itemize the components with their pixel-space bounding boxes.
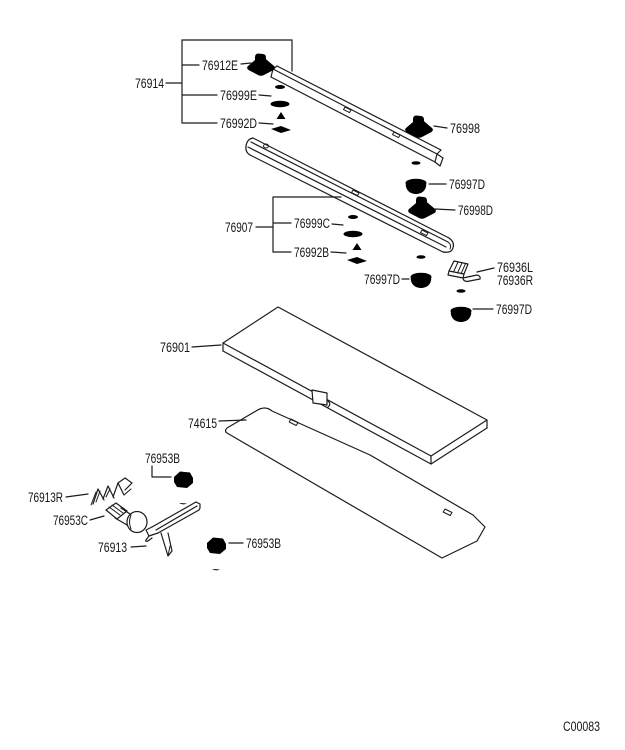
leader-76913 (130, 545, 147, 548)
molding-strip-76907-drawing (245, 137, 455, 253)
leader-76907 (255, 196, 347, 254)
stud-bolt-icon-76997d-1 (405, 161, 427, 194)
part-label-76907: 76907 (225, 220, 253, 235)
leader-76913r (65, 493, 89, 498)
stud-bolt-icon-76997d-3 (450, 289, 472, 322)
callout-76997d-b (401, 255, 432, 288)
callout-76998d (408, 196, 456, 219)
part-label-76992b: 76992B (294, 245, 329, 260)
part-label-76999e: 76999E (220, 88, 257, 103)
callout-76907 (255, 196, 367, 266)
part-label-76953b-2: 76953B (246, 536, 281, 551)
grommet-clip-icon-76998d (408, 196, 436, 219)
part-label-76913: 76913 (98, 540, 127, 555)
callout-76953b-b (207, 537, 244, 571)
leader-76953c (89, 515, 105, 521)
part-label-76992d: 76992D (220, 116, 257, 131)
stud-bolt-icon-76997d-2 (410, 255, 432, 288)
part-label-76997d-3: 76997D (496, 302, 532, 317)
drawing-code: C00083 (563, 719, 600, 734)
part-label-76914: 76914 (135, 76, 164, 91)
part-label-76998d: 76998D (458, 203, 493, 218)
part-label-76997d-1: 76997D (449, 177, 485, 192)
leader-76901 (191, 344, 222, 348)
leader-76953b-a (151, 465, 172, 478)
push-screw-icon-76999e (270, 85, 290, 108)
part-label-76936r: 76936R (497, 273, 533, 288)
callout-76997d-c (450, 289, 494, 322)
retainer-strip-76914-drawing (270, 65, 444, 167)
leader-74615 (218, 419, 247, 422)
callout-76953c (89, 502, 148, 534)
leader-76998 (433, 125, 448, 129)
spring-clip-icon-76913r (90, 477, 133, 506)
part-label-76901: 76901 (160, 340, 190, 355)
callout-76953b-a (151, 465, 193, 505)
hex-bolt-icon-76953c (105, 502, 148, 534)
callout-76913 (130, 501, 201, 557)
part-label-76999c: 76999C (294, 216, 330, 231)
callout-76998 (405, 115, 448, 138)
push-screw-icon-76999c (343, 215, 363, 238)
part-label-76953c: 76953C (53, 513, 88, 528)
leader-76936 (476, 267, 495, 273)
cover-sheet-74615-drawing (224, 407, 486, 559)
part-labels: 76914 76912E 76999E 76992D 76998 76997D … (28, 58, 600, 734)
grommet-clip-icon-76912e (247, 53, 275, 76)
hex-bolt-icon-76953b-1 (174, 471, 193, 505)
part-label-76913r: 76913R (28, 490, 63, 505)
part-label-76997d-2: 76997D (364, 272, 400, 287)
board-panel-76901-drawing (222, 306, 488, 465)
callout-76914 (165, 39, 293, 135)
anchor-clip-icon-76992d (271, 112, 291, 135)
part-label-76936l: 76936L (497, 260, 533, 275)
callout-76913r (65, 477, 133, 506)
hex-bolt-icon-76953b-2 (207, 537, 226, 571)
callout-76997d-a (405, 161, 447, 194)
part-label-74615: 74615 (188, 416, 217, 431)
leader-76914 (165, 39, 293, 125)
part-label-76998: 76998 (450, 121, 480, 136)
anchor-clip-icon-76992b (347, 243, 367, 266)
support-bracket-icon-76913 (145, 501, 201, 557)
rib-clip-icon-76936 (447, 260, 481, 283)
callout-76936 (447, 260, 495, 283)
part-label-76912e: 76912E (202, 58, 238, 73)
leader-76998d (434, 208, 456, 211)
part-label-76953b-1: 76953B (145, 451, 180, 466)
